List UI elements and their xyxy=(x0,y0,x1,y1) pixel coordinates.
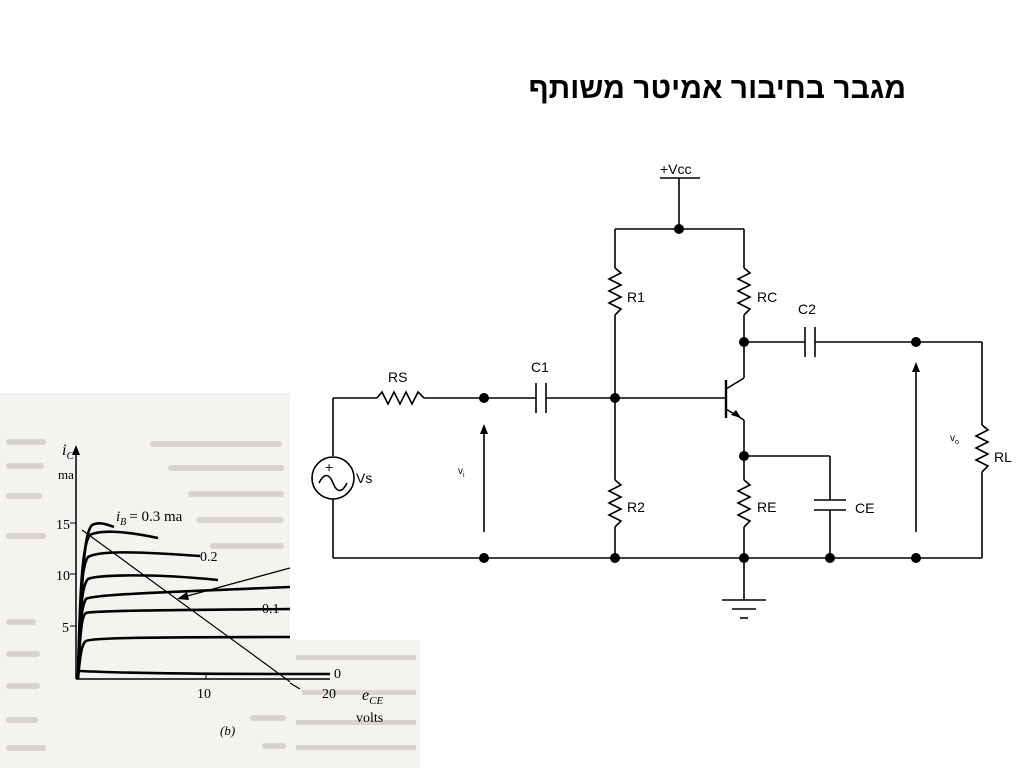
curve-zero xyxy=(79,669,290,676)
rc-label: RC xyxy=(757,289,777,305)
operating-point-arrowhead xyxy=(177,592,189,600)
rc-resistor xyxy=(736,267,752,316)
x-tick-10: 10 xyxy=(197,687,211,702)
curve-label-0-2: 0.2 xyxy=(200,550,218,565)
rs-label: RS xyxy=(388,369,407,385)
vo-arrowhead xyxy=(912,362,920,372)
r2-label: R2 xyxy=(627,499,645,515)
slide-title: מגבר בחיבור אמיטר משותף xyxy=(528,72,906,105)
vs-plus-sign: + xyxy=(325,459,333,475)
rl-resistor xyxy=(974,424,990,473)
operating-point-arrow xyxy=(179,567,290,599)
rs-resistor xyxy=(376,390,425,406)
rl-label: RL xyxy=(994,449,1012,465)
curve-0-3 xyxy=(76,522,115,680)
y-tick-5: 5 xyxy=(62,621,69,636)
node-base xyxy=(610,393,620,403)
vi-label: vi xyxy=(458,466,465,479)
curve-label-0-1: 0.1 xyxy=(262,602,280,617)
node-collector xyxy=(739,337,749,347)
re-label: RE xyxy=(757,499,776,515)
re-resistor xyxy=(736,479,752,528)
r1-label: R1 xyxy=(627,289,645,305)
node-gnd-output xyxy=(911,553,921,563)
y-axis-arrowhead xyxy=(72,445,80,455)
node-output xyxy=(911,337,921,347)
y-tick-10: 10 xyxy=(56,569,70,584)
c2-label: C2 xyxy=(798,301,816,317)
y-tick-15: 15 xyxy=(56,518,70,533)
y-axis-label: iC xyxy=(62,442,74,462)
ce-label: CE xyxy=(855,500,874,516)
vo-label: vo xyxy=(950,433,959,446)
emitter-arrowhead xyxy=(731,410,741,418)
node-gnd-r2 xyxy=(610,553,620,563)
node-gnd-input xyxy=(479,553,489,563)
r1-resistor xyxy=(607,267,623,316)
vs-label: Vs xyxy=(356,470,372,486)
vi-arrowhead xyxy=(480,424,488,434)
ic-vce-graph: iC ma 5 10 15 10 20 iB= 0.3 ma 0.2 0.1 0… xyxy=(56,442,290,738)
node-emitter xyxy=(739,451,749,461)
y-axis-unit: ma xyxy=(58,467,74,482)
vs-sine-icon xyxy=(318,474,348,492)
curve-upper-mid xyxy=(76,607,290,680)
characteristic-curves-panel: iC ma 5 10 15 10 20 iB= 0.3 ma 0.2 0.1 0… xyxy=(0,393,290,768)
node-input xyxy=(479,393,489,403)
node-gnd-re xyxy=(739,553,749,563)
node-vcc xyxy=(674,224,684,234)
load-line xyxy=(81,529,290,683)
curve-0-1 xyxy=(76,585,290,680)
curve-mid xyxy=(76,635,290,680)
transistor-collector xyxy=(725,377,745,390)
graph-caption: (b) xyxy=(220,723,235,738)
curve-label-top: iB= 0.3 ma xyxy=(116,509,183,528)
vcc-label: +Vcc xyxy=(660,161,692,177)
r2-resistor xyxy=(607,479,623,528)
node-gnd-ce xyxy=(825,553,835,563)
c1-label: C1 xyxy=(531,359,549,375)
